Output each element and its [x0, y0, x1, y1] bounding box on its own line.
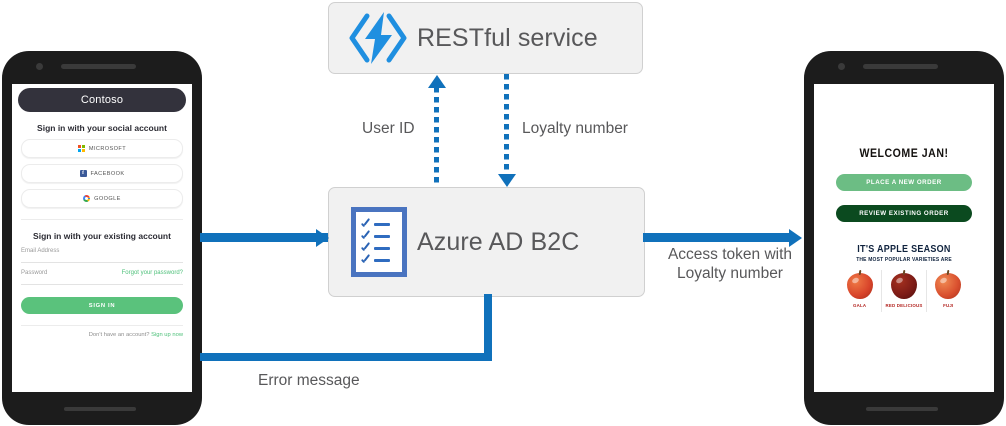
edge-loyalty-number-arrowhead	[497, 174, 516, 187]
sign-in-button[interactable]: SIGN IN	[21, 297, 183, 314]
apple-name: FUJI	[943, 303, 954, 308]
app-home-screen: WELCOME JAN! PLACE A NEW ORDER REVIEW EX…	[814, 84, 994, 392]
signup-prompt: Don't have an account? Sign up now	[21, 332, 183, 338]
section-divider	[21, 219, 183, 220]
signin-google-button[interactable]: GOOGLE	[21, 189, 183, 208]
edge-access-token-label: Access token with Loyalty number	[654, 245, 806, 283]
edge-access-token-label-line1: Access token with	[667, 246, 793, 263]
signin-microsoft-label: MICROSOFT	[88, 145, 127, 152]
node-restful-service-label: RESTful service	[417, 23, 598, 52]
apple-varieties-list: GALA RED DELICIOUS FUJI	[838, 270, 970, 312]
edge-error-message-label: Error message	[258, 372, 360, 389]
azure-function-icon	[347, 12, 409, 64]
edge-user-id-label: User ID	[362, 120, 415, 137]
signin-screen: Contoso Sign in with your social account…	[12, 84, 192, 392]
node-azure-ad-b2c-label: Azure AD B2C	[417, 227, 580, 256]
review-existing-order-label: REVIEW EXISTING ORDER	[859, 210, 949, 217]
checklist-icon	[351, 207, 407, 277]
password-field-placeholder: Password	[21, 270, 48, 276]
apple-red-delicious-icon	[890, 273, 917, 299]
email-field[interactable]: Email Address	[21, 248, 183, 263]
welcome-title: WELCOME JAN!	[859, 146, 949, 160]
promo-subtitle: THE MOST POPULAR VARIETIES ARE	[856, 257, 952, 263]
password-field-underline	[21, 284, 183, 285]
signin-google-label: GOOGLE	[94, 195, 121, 202]
contoso-brand-header: Contoso	[18, 88, 186, 112]
edge-access-token-label-line2: Loyalty number	[677, 265, 783, 282]
edge-user-id-arrowhead	[427, 75, 446, 88]
edge-loyalty-number-label: Loyalty number	[522, 120, 628, 137]
apple-fuji-icon	[935, 273, 962, 299]
node-azure-ad-b2c[interactable]: Azure AD B2C	[328, 187, 645, 297]
signup-link[interactable]: Sign up now	[151, 332, 183, 338]
apple-name: RED DELICIOUS	[885, 303, 923, 308]
list-item[interactable]: GALA	[838, 270, 881, 312]
apple-gala-icon	[846, 273, 873, 299]
home-bar-icon	[64, 407, 136, 411]
edge-signin-line	[200, 233, 328, 242]
edge-signin-arrowhead	[316, 228, 329, 247]
signin-facebook-label: FACEBOOK	[90, 170, 125, 177]
microsoft-logo-icon	[77, 145, 85, 152]
phone-left-device: Contoso Sign in with your social account…	[3, 52, 201, 424]
edge-user-id-line	[434, 87, 439, 187]
phone-right-device: WELCOME JAN! PLACE A NEW ORDER REVIEW EX…	[805, 52, 1003, 424]
google-logo-icon	[83, 195, 91, 202]
place-new-order-label: PLACE A NEW ORDER	[866, 179, 942, 186]
node-restful-service[interactable]: RESTful service	[328, 2, 643, 74]
signup-prompt-text: Don't have an account?	[88, 332, 152, 338]
home-bar-icon	[866, 407, 938, 411]
list-item[interactable]: FUJI	[925, 270, 970, 312]
signin-facebook-button[interactable]: f FACEBOOK	[21, 164, 183, 183]
email-field-placeholder: Email Address	[21, 248, 60, 254]
front-camera-icon	[36, 63, 43, 70]
facebook-logo-icon: f	[79, 170, 87, 177]
footer-divider	[21, 325, 183, 326]
review-existing-order-button[interactable]: REVIEW EXISTING ORDER	[836, 205, 972, 222]
email-field-underline	[21, 262, 183, 263]
edge-access-token-arrowhead	[789, 228, 802, 247]
apple-name: GALA	[853, 303, 867, 308]
contoso-brand-label: Contoso	[80, 94, 124, 106]
social-section-title: Sign in with your social account	[37, 123, 167, 133]
edge-loyalty-number-line	[504, 74, 509, 174]
signin-microsoft-button[interactable]: MICROSOFT	[21, 139, 183, 158]
edge-error-message-horizontal	[200, 353, 492, 361]
password-field[interactable]: Password Forgot your password?	[21, 270, 183, 285]
local-section-title: Sign in with your existing account	[33, 231, 171, 241]
earpiece-speaker-icon	[863, 64, 938, 69]
forgot-password-link[interactable]: Forgot your password?	[121, 270, 183, 276]
edge-error-message-vertical	[484, 294, 492, 356]
sign-in-button-label: SIGN IN	[88, 302, 116, 309]
edge-access-token-line	[643, 233, 791, 242]
earpiece-speaker-icon	[61, 64, 136, 69]
place-new-order-button[interactable]: PLACE A NEW ORDER	[836, 174, 972, 191]
promo-title: IT'S APPLE SEASON	[857, 244, 951, 255]
list-item[interactable]: RED DELICIOUS	[881, 270, 925, 312]
front-camera-icon	[838, 63, 845, 70]
